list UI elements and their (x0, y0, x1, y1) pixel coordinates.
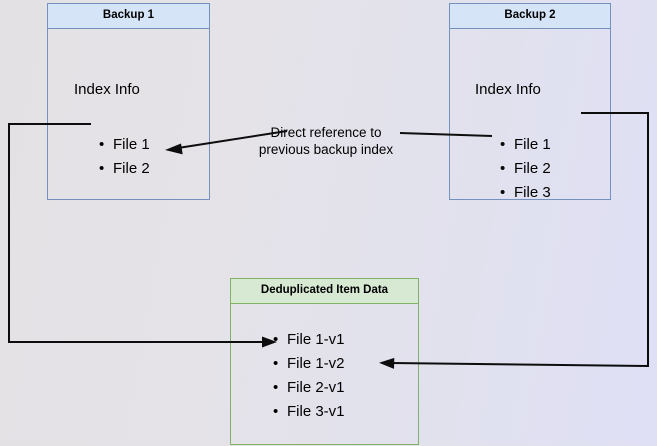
list-item: File 1-v2 (273, 352, 345, 376)
backup-2-index-info-label: Index Info (475, 80, 541, 98)
node-dedup-header: Deduplicated Item Data (231, 279, 418, 304)
node-backup-2[interactable]: Backup 2 Index Info File 1 File 2 File 3 (449, 3, 611, 205)
list-item: File 3 (500, 181, 551, 205)
node-dedup-body: File 1-v1 File 1-v2 File 2-v1 File 3-v1 (231, 304, 418, 446)
list-item: File 1-v1 (273, 328, 345, 352)
node-backup-2-header: Backup 2 (450, 4, 610, 29)
node-deduplicated-item-data[interactable]: Deduplicated Item Data File 1-v1 File 1-… (230, 278, 419, 445)
node-backup-1-body: Index Info File 1 File 2 (48, 29, 209, 201)
list-item: File 2-v1 (273, 376, 345, 400)
node-backup-2-body: Index Info File 1 File 2 File 3 (450, 29, 610, 205)
list-item: File 1 (500, 133, 551, 157)
list-item: File 3-v1 (273, 400, 345, 424)
node-backup-1-header: Backup 1 (48, 4, 209, 29)
direct-reference-label: Direct reference to previous backup inde… (258, 125, 394, 157)
backup-1-index-info-label: Index Info (74, 80, 140, 98)
dedup-file-list: File 1-v1 File 1-v2 File 2-v1 File 3-v1 (273, 328, 345, 424)
list-item: File 2 (500, 157, 551, 181)
backup-1-file-list: File 1 File 2 (99, 133, 150, 181)
list-item: File 2 (99, 157, 150, 181)
node-backup-1[interactable]: Backup 1 Index Info File 1 File 2 (47, 3, 210, 200)
list-item: File 1 (99, 133, 150, 157)
backup-2-file-list: File 1 File 2 File 3 (500, 133, 551, 205)
